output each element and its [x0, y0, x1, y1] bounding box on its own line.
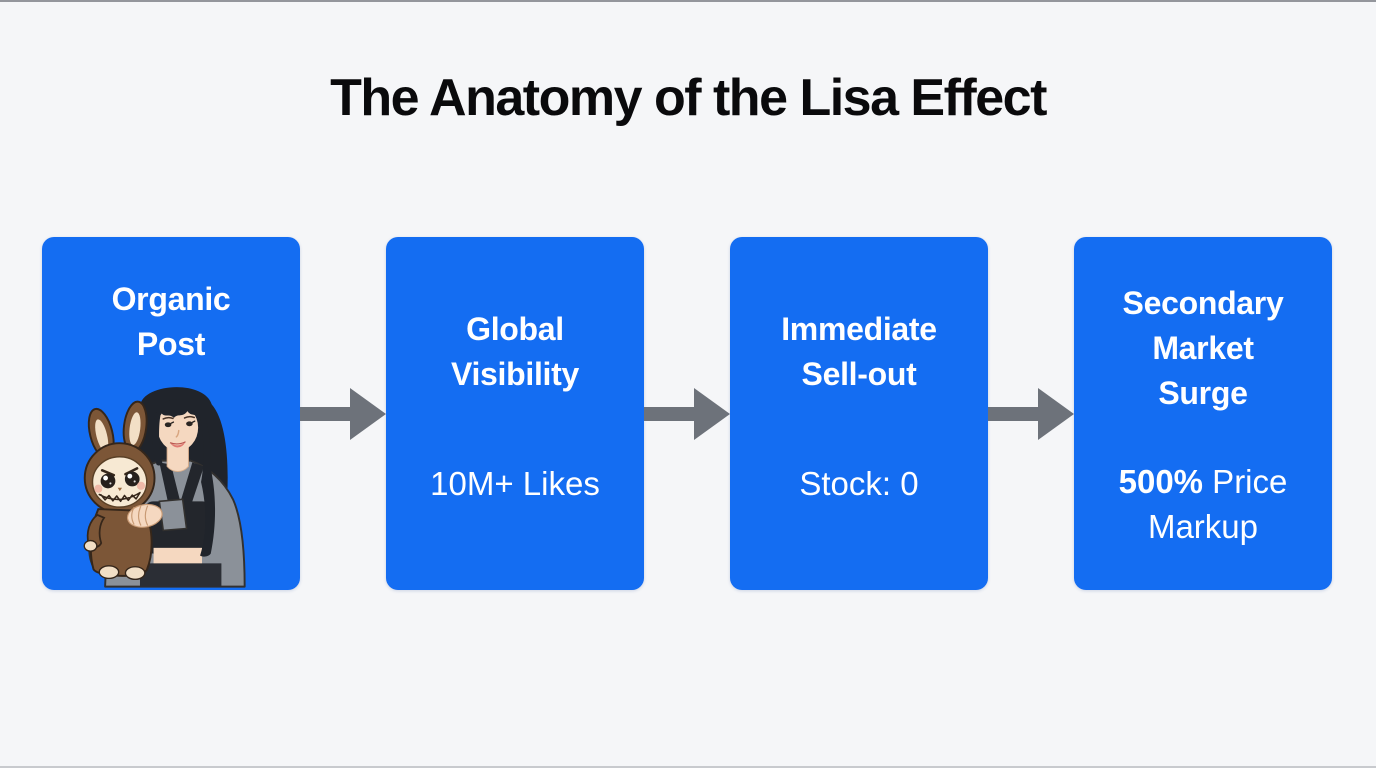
- step-heading: Global Visibility: [451, 307, 579, 397]
- step-detail: 10M+ Likes: [430, 465, 600, 502]
- step-card-secondary-market-surge: Secondary Market Surge 500% Price Markup: [1074, 237, 1332, 590]
- bottom-edge-line: [0, 766, 1376, 768]
- step-card-immediate-sell-out: Immediate Sell-out Stock: 0: [730, 237, 988, 590]
- step-heading: Secondary Market Surge: [1123, 281, 1284, 416]
- step-card-organic-post: Organic Post: [42, 237, 300, 590]
- step-heading: Immediate Sell-out: [781, 307, 937, 397]
- top-edge-line: [0, 0, 1376, 2]
- page-title: The Anatomy of the Lisa Effect: [330, 69, 1047, 127]
- step-card-global-visibility: Global Visibility 10M+ Likes: [386, 237, 644, 590]
- detail-rest: Price Markup: [1147, 463, 1288, 545]
- lisa-holding-labubu-plush-illustration: [83, 387, 246, 588]
- heading-line: Post: [136, 326, 206, 362]
- heading-line: Global: [466, 311, 564, 347]
- flow-diagram: Organic Post: [42, 237, 1332, 590]
- heading-line: Sell-out: [801, 356, 917, 392]
- heading-line: Market: [1152, 330, 1254, 366]
- right-arrow-icon: [644, 387, 730, 440]
- heading-line: Visibility: [450, 356, 580, 392]
- step-heading: Organic Post: [112, 277, 231, 367]
- heading-line: Secondary: [1122, 285, 1284, 321]
- right-arrow-icon: [300, 387, 386, 440]
- step-detail: Stock: 0: [799, 465, 919, 502]
- step-detail: 500% Price Markup: [1092, 459, 1314, 549]
- heading-line: Organic: [111, 281, 231, 317]
- right-arrow-icon: [988, 387, 1074, 440]
- heading-line: Immediate: [781, 311, 937, 347]
- detail-emphasis: 500%: [1118, 463, 1204, 500]
- heading-line: Surge: [1158, 375, 1248, 411]
